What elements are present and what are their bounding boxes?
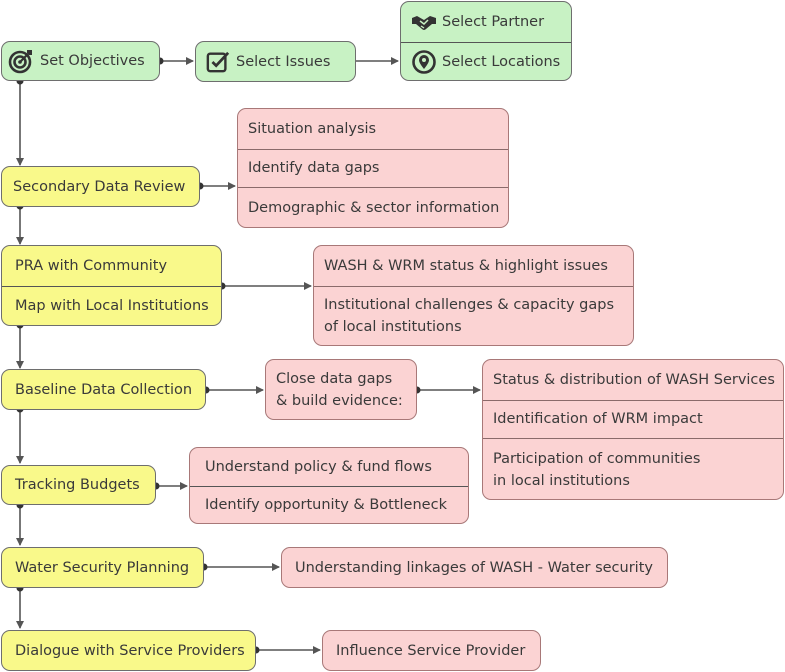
close-gaps-label: Close data gaps & build evidence: <box>276 370 403 409</box>
budgets-outputs-box: Understand policy & fund flows Identify … <box>189 447 469 524</box>
secondary-outputs-box: Situation analysis Identify data gaps De… <box>237 108 509 228</box>
output-item: Situation analysis <box>238 109 508 149</box>
dialogue-label: Dialogue with Service Providers <box>15 642 245 659</box>
tracking-budgets-node[interactable]: Tracking Budgets <box>1 465 156 505</box>
output-item: Status & distribution of WASH Services <box>483 360 783 400</box>
output-label: WASH & WRM status & highlight issues <box>324 258 608 274</box>
select-issues-label: Select Issues <box>236 53 331 70</box>
map-institutions-label: Map with Local Institutions <box>15 298 209 314</box>
output-item: Identify data gaps <box>238 149 508 187</box>
location-pin-icon <box>411 49 437 75</box>
target-icon <box>8 48 34 74</box>
output-label: Institutional challenges & capacity gaps… <box>324 297 614 335</box>
select-issues-node[interactable]: Select Issues <box>195 41 356 82</box>
select-partner-label: Select Partner <box>442 14 545 30</box>
output-label: Participation of communities in local in… <box>493 450 701 489</box>
output-label: Situation analysis <box>248 121 377 137</box>
close-gaps-box: Close data gaps & build evidence: <box>265 359 417 420</box>
divider <box>314 286 633 287</box>
partner-locations-node[interactable]: Select Partner Select Locations <box>400 1 572 81</box>
output-label: Demographic & sector information <box>248 200 500 216</box>
set-objectives-label: Set Objectives <box>40 53 145 69</box>
baseline-data-collection-node[interactable]: Baseline Data Collection <box>1 369 206 410</box>
dialogue-service-providers-node[interactable]: Dialogue with Service Providers <box>1 630 256 671</box>
secondary-data-review-label: Secondary Data Review <box>13 178 186 195</box>
output-item: WASH & WRM status & highlight issues <box>314 246 633 286</box>
divider <box>238 149 508 150</box>
set-objectives-node[interactable]: Set Objectives <box>1 41 160 81</box>
linkages-box: Understanding linkages of WASH - Water s… <box>281 547 668 588</box>
pra-community-row[interactable]: PRA with Community <box>2 246 221 286</box>
output-label: Status & distribution of WASH Services <box>493 372 775 388</box>
output-label: Identification of WRM impact <box>493 411 703 427</box>
select-partner-row[interactable]: Select Partner <box>401 2 571 42</box>
divider <box>2 286 221 287</box>
output-label: Identify data gaps <box>248 160 380 176</box>
output-item: Identification of WRM impact <box>483 400 783 438</box>
water-security-planning-node[interactable]: Water Security Planning <box>1 547 204 588</box>
checkbox-icon <box>206 50 230 74</box>
secondary-data-review-node[interactable]: Secondary Data Review <box>1 166 200 207</box>
map-institutions-row[interactable]: Map with Local Institutions <box>2 286 221 326</box>
divider <box>401 42 571 43</box>
pra-outputs-box: WASH & WRM status & highlight issues Ins… <box>313 245 634 346</box>
select-locations-row[interactable]: Select Locations <box>401 42 571 82</box>
influence-label: Influence Service Provider <box>336 642 526 659</box>
divider <box>190 486 468 487</box>
influence-box: Influence Service Provider <box>322 630 541 671</box>
linkages-label: Understanding linkages of WASH - Water s… <box>295 559 653 576</box>
divider <box>238 187 508 188</box>
divider <box>483 400 783 401</box>
output-label: Identify opportunity & Bottleneck <box>205 497 447 513</box>
output-item: Institutional challenges & capacity gaps… <box>314 286 633 346</box>
output-item: Participation of communities in local in… <box>483 438 783 501</box>
handshake-icon <box>411 9 437 35</box>
output-item: Identify opportunity & Bottleneck <box>190 486 468 524</box>
baseline-label: Baseline Data Collection <box>15 381 193 398</box>
output-label: Understand policy & fund flows <box>205 459 432 475</box>
output-item: Understand policy & fund flows <box>190 448 468 486</box>
output-item: Demographic & sector information <box>238 187 508 229</box>
tracking-budgets-label: Tracking Budgets <box>15 477 140 493</box>
water-security-label: Water Security Planning <box>15 559 190 576</box>
pra-community-label: PRA with Community <box>15 258 168 274</box>
baseline-outputs-box: Status & distribution of WASH Services I… <box>482 359 784 500</box>
select-locations-label: Select Locations <box>442 54 561 70</box>
pra-map-node[interactable]: PRA with Community Map with Local Instit… <box>1 245 222 326</box>
divider <box>483 438 783 439</box>
